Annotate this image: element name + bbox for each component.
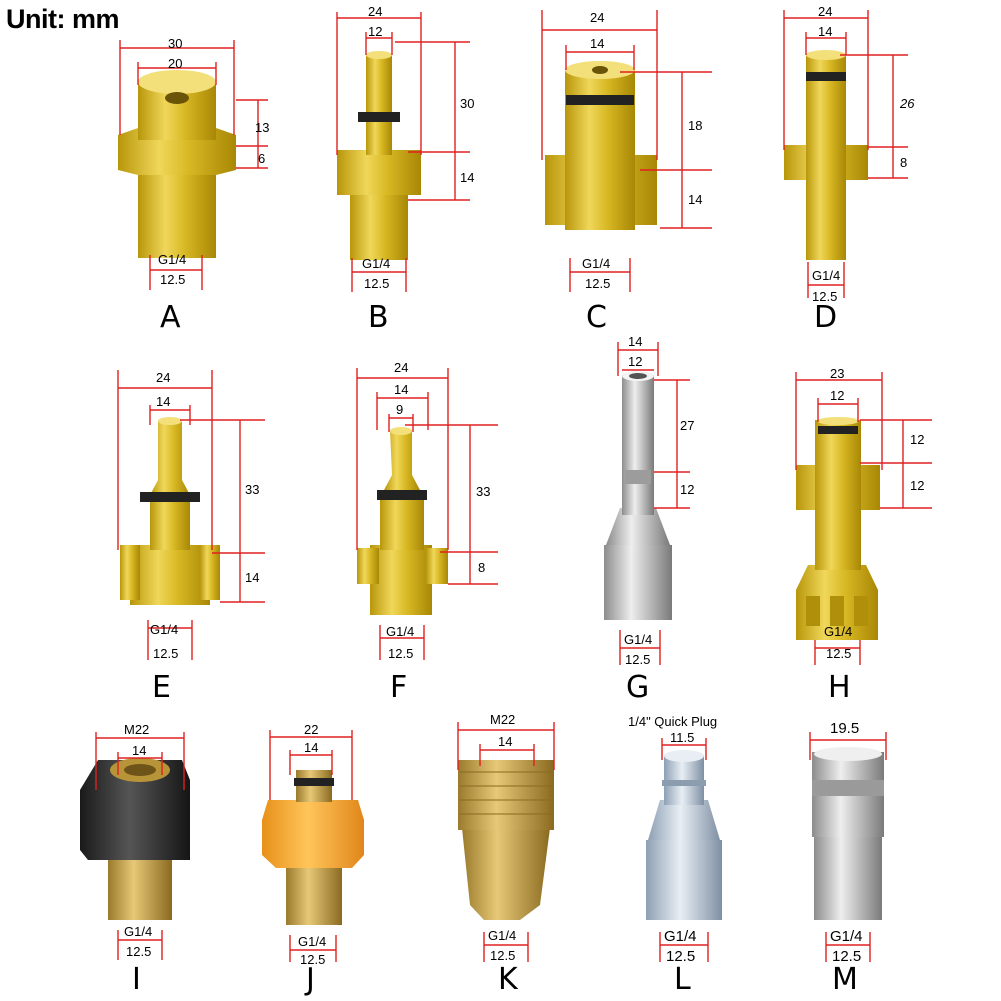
adapter-h-drawing xyxy=(796,417,880,640)
dim-g-3: 12 xyxy=(680,482,695,497)
dim-f-3: 33 xyxy=(476,484,491,499)
dim-a-2: 13 xyxy=(255,120,270,135)
dim-c-5: 12.5 xyxy=(585,276,611,291)
dim-d-0: 24 xyxy=(818,4,833,19)
dim-f-0: 24 xyxy=(394,360,409,375)
adapter-i-drawing xyxy=(80,758,190,920)
dim-d-5: 12.5 xyxy=(812,289,838,304)
dim-k-0: M22 xyxy=(490,712,516,727)
dim-b-4: G1/4 xyxy=(362,256,391,271)
dim-b-1: 12 xyxy=(368,24,383,39)
dim-l-2: G1/4 xyxy=(664,928,697,945)
letter-j: J xyxy=(306,962,315,997)
letter-g: G xyxy=(626,670,650,705)
dim-i-3: 12.5 xyxy=(126,944,152,959)
dim-h-3: 12 xyxy=(910,478,925,493)
dim-f-2: 9 xyxy=(396,402,404,417)
dim-e-1: 14 xyxy=(156,394,171,409)
dim-c-2: 18 xyxy=(688,118,703,133)
dim-h-0: 23 xyxy=(830,366,845,381)
dim-m-2: 12.5 xyxy=(832,948,862,965)
dim-c-3: 14 xyxy=(688,192,703,207)
dim-m-1: G1/4 xyxy=(830,928,863,945)
adapter-m-drawing xyxy=(812,747,884,920)
dim-k-1: 14 xyxy=(498,734,513,749)
dim-e-0: 24 xyxy=(156,370,171,385)
adapter-a-drawing xyxy=(118,70,236,258)
dim-b-0: 24 xyxy=(368,4,383,19)
dim-a-3: 6 xyxy=(258,151,266,166)
dim-h-2: 12 xyxy=(910,432,925,447)
dim-g-1: 12 xyxy=(628,354,643,369)
letter-e: E xyxy=(152,670,171,705)
letter-c: C xyxy=(586,300,607,335)
dim-e-4: G1/4 xyxy=(150,622,179,637)
dim-d-2: 26 xyxy=(900,96,915,111)
adapter-k-drawing xyxy=(458,760,554,920)
dim-e-3: 14 xyxy=(245,570,260,585)
dim-f-4: 8 xyxy=(478,560,486,575)
letter-k: K xyxy=(498,962,518,997)
dim-k-3: 12.5 xyxy=(490,948,516,963)
dim-a-0: 30 xyxy=(168,36,183,51)
dim-l-1: 11.5 xyxy=(670,730,695,745)
dim-g-2: 27 xyxy=(680,418,695,433)
dim-m-0: 19.5 xyxy=(830,720,860,737)
dim-d-3: 8 xyxy=(900,155,908,170)
dimension-lines xyxy=(95,10,932,962)
dim-e-5: 12.5 xyxy=(153,646,179,661)
adapter-c-drawing xyxy=(545,61,657,230)
dim-h-4: G1/4 xyxy=(824,624,853,639)
dim-f-6: 12.5 xyxy=(388,646,414,661)
adapter-d-drawing xyxy=(784,50,868,260)
dim-c-1: 14 xyxy=(590,36,605,51)
dim-l-0: 1/4" Quick Plug xyxy=(628,714,718,729)
adapter-l-drawing xyxy=(646,750,722,920)
dim-l-3: 12.5 xyxy=(666,948,696,965)
dim-g-0: 14 xyxy=(628,334,643,349)
adapter-j-drawing xyxy=(262,770,364,925)
dim-a-1: 20 xyxy=(168,56,183,71)
dim-b-2: 30 xyxy=(460,96,475,111)
adapter-f-drawing xyxy=(357,427,448,615)
letter-f: F xyxy=(390,670,408,705)
dim-i-1: 14 xyxy=(132,743,147,758)
dim-g-4: G1/4 xyxy=(624,632,653,647)
dim-g-5: 12.5 xyxy=(625,652,651,667)
dim-b-5: 12.5 xyxy=(364,276,390,291)
dim-j-0: 22 xyxy=(304,722,319,737)
unit-label: Unit: mm xyxy=(6,4,120,34)
adapter-g-drawing xyxy=(604,371,672,620)
letter-d: D xyxy=(814,300,838,335)
dim-f-1: 14 xyxy=(394,382,409,397)
letter-l: L xyxy=(674,962,691,997)
dim-c-4: G1/4 xyxy=(582,256,611,271)
adapter-e-drawing xyxy=(120,417,220,605)
letter-a: A xyxy=(160,300,181,335)
dim-i-2: G1/4 xyxy=(124,924,153,939)
dim-d-1: 14 xyxy=(818,24,833,39)
dim-b-3: 14 xyxy=(460,170,475,185)
dim-d-4: G1/4 xyxy=(812,268,841,283)
letter-i: I xyxy=(132,962,141,997)
dim-j-3: 12.5 xyxy=(300,952,326,967)
dim-j-2: G1/4 xyxy=(298,934,327,949)
dim-h-5: 12.5 xyxy=(826,646,852,661)
dim-k-2: G1/4 xyxy=(488,928,517,943)
dim-a-5: 12.5 xyxy=(160,272,186,287)
letter-m: M xyxy=(832,962,858,997)
adapter-b-drawing xyxy=(337,51,421,260)
dim-c-0: 24 xyxy=(590,10,605,25)
dim-j-1: 14 xyxy=(304,740,319,755)
letter-h: H xyxy=(828,670,851,705)
letter-b: B xyxy=(368,300,389,335)
dim-a-4: G1/4 xyxy=(158,252,187,267)
dim-i-0: M22 xyxy=(124,722,150,737)
dim-e-2: 33 xyxy=(245,482,260,497)
dim-f-5: G1/4 xyxy=(386,624,415,639)
dim-h-1: 12 xyxy=(830,388,845,403)
